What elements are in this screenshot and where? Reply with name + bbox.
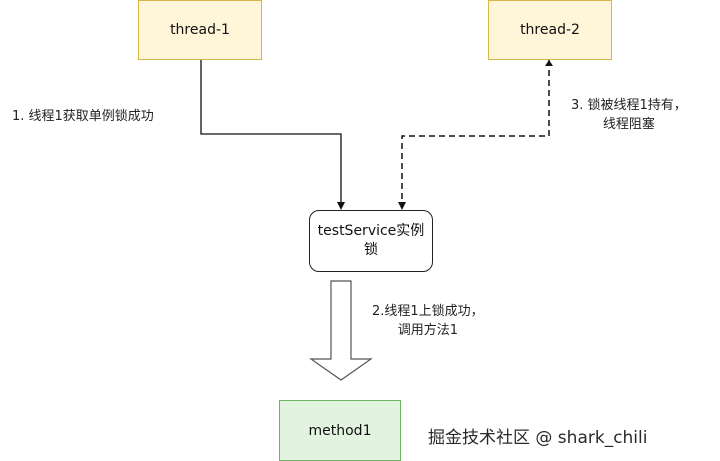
edge-label-2-line2: 调用方法1 [397, 323, 458, 338]
edge-thread2-to-service [401, 60, 550, 203]
edge-thread1-to-service [200, 60, 342, 203]
method1-label: method1 [308, 422, 372, 439]
service-label-line1: testService实例 [317, 223, 425, 239]
edge-label-3-line2: 线程阻塞 [602, 117, 655, 132]
thread-2-box: thread-2 [488, 0, 612, 60]
edge-label-3: 3. 锁被线程1持有， 线程阻塞 [571, 96, 687, 134]
service-label-line2: 锁 [363, 242, 378, 258]
edge-label-2: 2.线程1上锁成功， 调用方法1 [372, 302, 484, 340]
service-lock-box: testService实例 锁 [309, 210, 433, 272]
method1-box: method1 [279, 400, 401, 461]
edge-label-2-line1: 2.线程1上锁成功， [372, 304, 484, 319]
watermark-text: 掘金技术社区 @ shark_chili [428, 428, 648, 448]
edge-label-1: 1. 线程1获取单例锁成功 [12, 109, 154, 124]
thread-2-label: thread-2 [520, 22, 580, 38]
block-arrow-to-method1 [309, 280, 373, 381]
thread-1-label: thread-1 [170, 22, 230, 38]
thread-1-box: thread-1 [138, 0, 262, 60]
arrowhead-dashed [398, 202, 406, 210]
edge-label-3-line1: 3. 锁被线程1持有， [571, 98, 687, 113]
arrowhead-solid [337, 202, 345, 210]
arrowhead-thread2-top [545, 60, 553, 66]
